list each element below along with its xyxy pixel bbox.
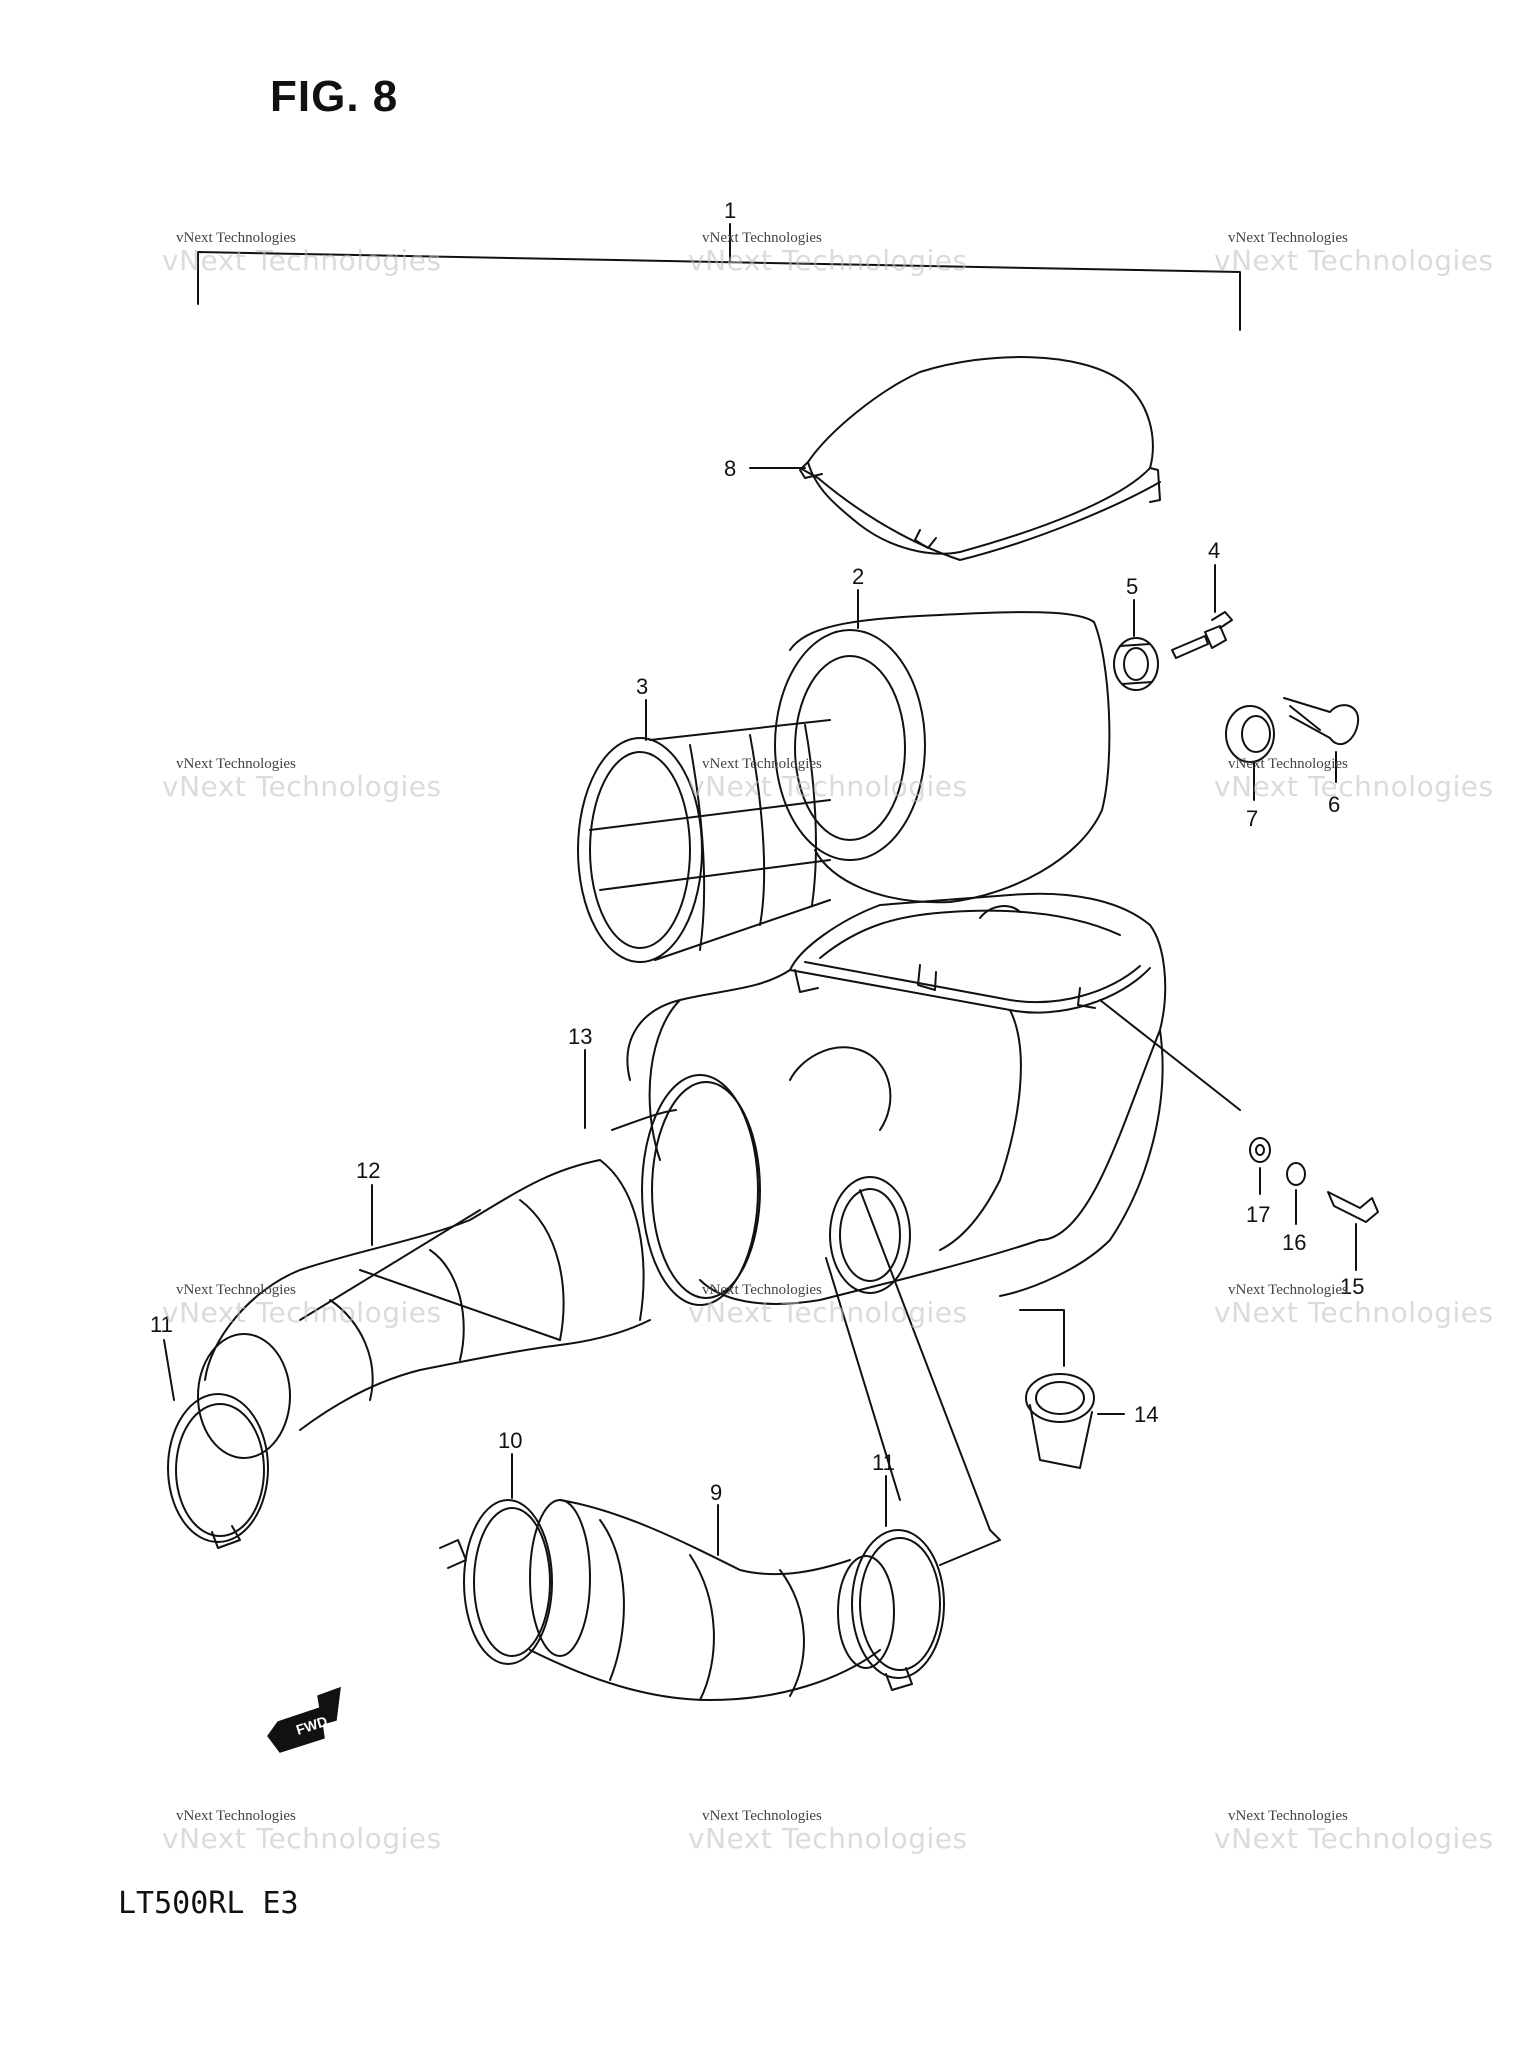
callout-9: 9 (710, 1480, 722, 1505)
callout-1: 1 (724, 198, 736, 223)
hose-clamp-10 (439, 1453, 553, 1665)
hose-clamp-left (163, 1339, 269, 1549)
nut (1286, 1162, 1306, 1225)
callout-4: 4 (1208, 538, 1220, 563)
callout-5: 5 (1126, 574, 1138, 599)
air-cleaner-box (626, 892, 1241, 1305)
cap-ring (1225, 705, 1275, 801)
assembly-leader-2 (825, 1257, 901, 1501)
callout-11-left: 11 (150, 1312, 173, 1337)
assembly-leader (859, 1189, 1001, 1566)
callout-3: 3 (636, 674, 648, 699)
intake-duct (197, 1159, 651, 1459)
callout-11-right: 11 (872, 1450, 895, 1475)
callout-labels: 1 2 3 4 5 6 7 8 9 10 11 11 12 13 14 15 1… (150, 198, 1364, 1505)
figure-title: FIG. 8 (270, 72, 399, 121)
assembly-bracket (197, 223, 1241, 331)
outlet-duct (529, 1499, 895, 1701)
filter-element (774, 589, 1111, 904)
fwd-arrow-icon: FWD (267, 1686, 341, 1753)
box-outlet-port (829, 1176, 911, 1294)
retaining-clip (1283, 697, 1360, 783)
hose-clamp-right (851, 1475, 945, 1691)
wing-bolt (1171, 564, 1233, 659)
callout-14: 14 (1134, 1402, 1158, 1427)
washer (1249, 1137, 1271, 1195)
callout-17: 17 (1246, 1202, 1270, 1227)
callout-10: 10 (498, 1428, 522, 1453)
callout-15: 15 (1340, 1274, 1364, 1299)
callout-2: 2 (852, 564, 864, 589)
filter-cage (577, 699, 831, 963)
callout-12: 12 (356, 1158, 380, 1183)
callout-7: 7 (1246, 806, 1258, 831)
callout-8: 8 (724, 456, 736, 481)
large-clamp-band (584, 1049, 761, 1306)
drain-cap (1019, 1309, 1125, 1469)
callout-6: 6 (1328, 792, 1340, 817)
callout-13: 13 (568, 1024, 592, 1049)
bolt (1327, 1191, 1379, 1271)
model-code: LT500RL E3 (118, 1886, 299, 1921)
air-cleaner-cover (749, 356, 1161, 561)
callout-16: 16 (1282, 1230, 1306, 1255)
grommet (1113, 599, 1159, 691)
